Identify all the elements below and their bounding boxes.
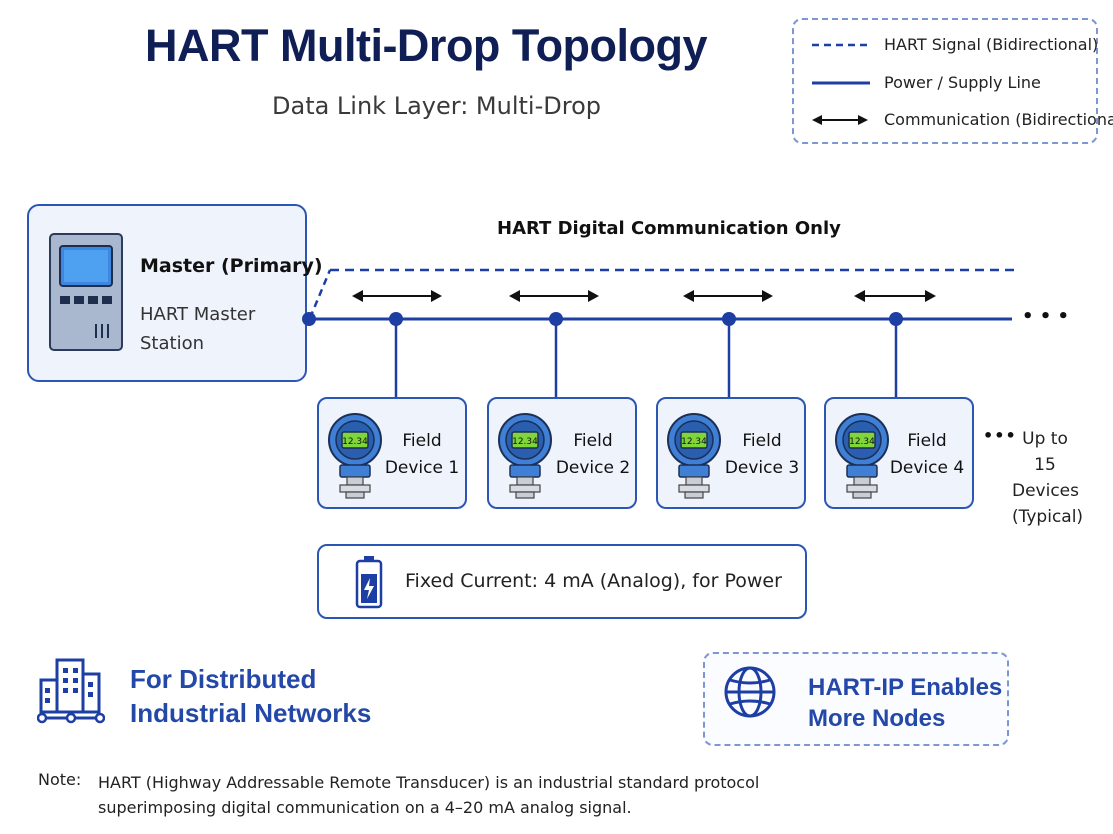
- legend-item-power-line: Power / Supply Line: [794, 72, 1094, 96]
- transmitter-display: 12.34: [681, 437, 707, 447]
- transmitter-display: 12.34: [342, 437, 368, 447]
- device-label-line: Device 2: [555, 458, 631, 478]
- drop-3: [722, 312, 736, 398]
- device-label-line: Field: [907, 431, 947, 451]
- note-line: HART (Highway Addressable Remote Transdu…: [98, 773, 760, 792]
- transmitter-icon: 12.34: [835, 413, 889, 499]
- field-device-1-label: Field Device 1: [384, 428, 460, 482]
- device-label-line: Device 1: [384, 458, 460, 478]
- bus-continuation-ellipsis: • • •: [1022, 306, 1070, 327]
- transmitter-display: 12.34: [849, 437, 875, 447]
- device-label-line: Field: [402, 431, 442, 451]
- legend-label: Communication (Bidirectional): [884, 110, 1113, 129]
- drop-2: [549, 312, 563, 398]
- hart-ip-line: HART-IP Enables: [808, 674, 1003, 701]
- device-label-line: Field: [573, 431, 613, 451]
- buildings-icon: [37, 658, 105, 724]
- page-title: HART Multi-Drop Topology: [145, 20, 708, 71]
- communication-arrow-2: [509, 290, 599, 302]
- hart-ip-label: HART-IP Enables More Nodes: [808, 672, 1002, 734]
- field-device-3-label: Field Device 3: [724, 428, 800, 482]
- transmitter-icon: 12.34: [498, 413, 552, 499]
- field-device-4-label: Field Device 4: [889, 428, 965, 482]
- legend-item-hart-signal: HART Signal (Bidirectional): [794, 34, 1098, 58]
- more-devices-label: Up to 15 Devices (Typical): [1012, 426, 1084, 530]
- master-title: Master (Primary): [140, 255, 323, 277]
- master-subtitle-line: Station: [140, 333, 204, 354]
- battery-icon: [355, 556, 383, 609]
- legend-item-communication: Communication (Bidirectional): [794, 109, 1113, 133]
- page-subtitle: Data Link Layer: Multi-Drop: [272, 92, 601, 120]
- legend-label: Power / Supply Line: [884, 73, 1041, 92]
- device-label-line: Device 3: [724, 458, 800, 478]
- legend-label: HART Signal (Bidirectional): [884, 35, 1099, 54]
- distributed-line: For Distributed: [130, 664, 317, 694]
- hart-signal-line: [308, 268, 1020, 319]
- power-text: Fixed Current: 4 mA (Analog), for Power: [405, 570, 782, 592]
- bus-label: HART Digital Communication Only: [497, 218, 841, 239]
- globe-icon: [724, 666, 776, 718]
- transmitter-icon: 12.34: [667, 413, 721, 499]
- field-device-2-label: Field Device 2: [555, 428, 631, 482]
- drop-4: [889, 312, 903, 398]
- more-devices-line: Up to 15: [1022, 429, 1068, 475]
- device-label-line: Field: [742, 431, 782, 451]
- hart-ip-line: More Nodes: [808, 705, 946, 732]
- device-label-line: Device 4: [889, 458, 965, 478]
- master-junction: [302, 312, 316, 326]
- more-devices-dots: •••: [983, 426, 1017, 445]
- dashed-line-icon: [812, 43, 870, 47]
- more-devices-line: Devices: [1012, 481, 1079, 501]
- double-arrow-icon: [812, 115, 868, 125]
- note-label: Note:: [38, 770, 82, 789]
- master-subtitle-line: HART Master: [140, 304, 256, 325]
- communication-arrow-3: [683, 290, 773, 302]
- transmitter-display: 12.34: [512, 437, 538, 447]
- drop-1: [389, 312, 403, 398]
- solid-line-icon: [812, 81, 870, 85]
- power-info-box: [317, 544, 807, 619]
- distributed-line: Industrial Networks: [130, 698, 372, 728]
- master-subtitle: HART Master Station: [140, 300, 255, 358]
- communication-arrow-4: [854, 290, 936, 302]
- distributed-networks-label: For Distributed Industrial Networks: [130, 662, 371, 730]
- note-text: HART (Highway Addressable Remote Transdu…: [98, 770, 759, 820]
- legend: HART Signal (Bidirectional) Power / Supp…: [792, 18, 1113, 144]
- communication-arrow-1: [352, 290, 442, 302]
- transmitter-icon: 12.34: [328, 413, 382, 499]
- more-devices-line: (Typical): [1012, 507, 1084, 527]
- note-line: superimposing digital communication on a…: [98, 798, 632, 817]
- master-station-icon: [49, 233, 123, 351]
